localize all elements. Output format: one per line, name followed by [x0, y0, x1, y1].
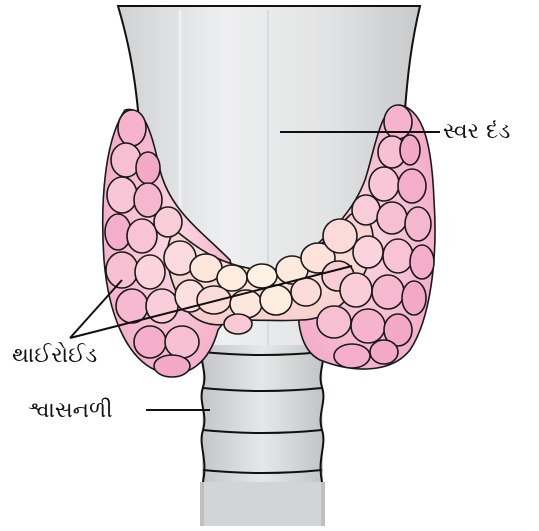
trachea-label: શ્વાસનળી	[28, 400, 113, 422]
trachea-shape	[202, 345, 324, 526]
thyroid-label: થાઈરોઈડ	[12, 345, 97, 367]
larynx-label: સ્વર દંડ	[443, 121, 510, 143]
